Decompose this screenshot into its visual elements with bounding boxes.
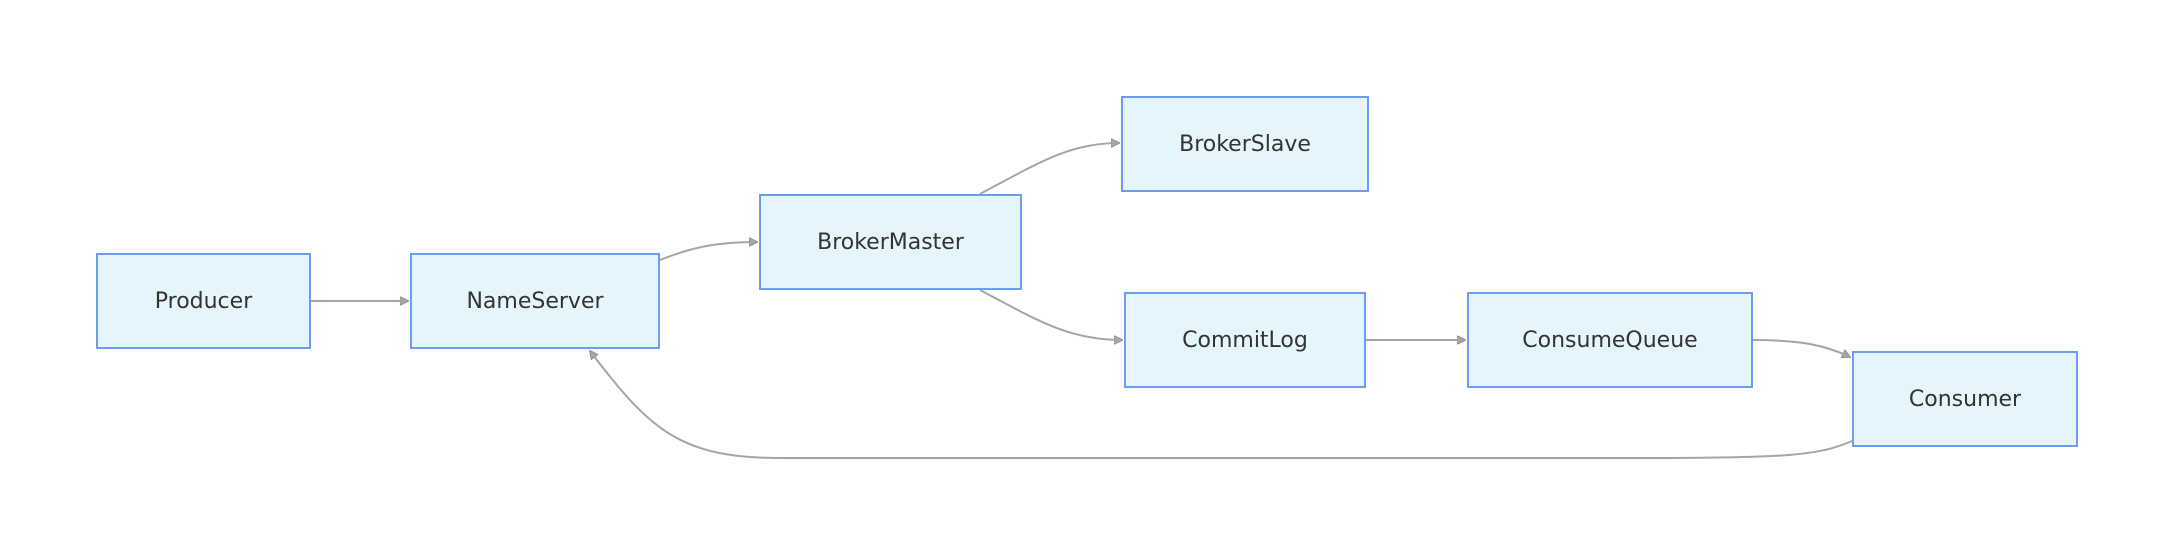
- edge-brokermaster-brokerslave: [979, 143, 1119, 195]
- edge-nameserver-brokermaster: [659, 242, 757, 261]
- brokermaster-node-label: BrokerMaster: [817, 229, 964, 255]
- producer-node-label: Producer: [154, 288, 253, 314]
- commitlog-node: CommitLog: [1124, 292, 1366, 388]
- nameserver-node: NameServer: [410, 253, 660, 349]
- nameserver-node-label: NameServer: [466, 288, 604, 314]
- commitlog-node-label: CommitLog: [1182, 327, 1308, 353]
- consumer-node-label: Consumer: [1908, 386, 2022, 412]
- consumer-node: Consumer: [1852, 351, 2078, 447]
- edge-consumequeue-consumer: [1752, 339, 1850, 357]
- brokerslave-node: BrokerSlave: [1121, 96, 1369, 192]
- brokerslave-node-label: BrokerSlave: [1179, 131, 1311, 157]
- brokermaster-node: BrokerMaster: [759, 194, 1022, 290]
- consumequeue-node-label: ConsumeQueue: [1522, 327, 1698, 353]
- consumequeue-node: ConsumeQueue: [1467, 292, 1753, 388]
- producer-node: Producer: [96, 253, 311, 349]
- edge-consumer-nameserver: [590, 351, 1853, 459]
- edge-brokermaster-commitlog: [979, 289, 1122, 340]
